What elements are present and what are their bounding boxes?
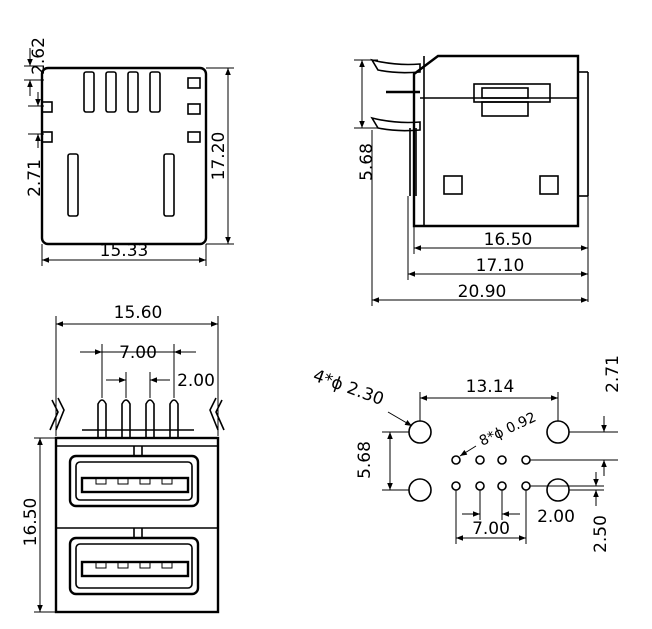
- footprint-dim-right-bottom: 2.50: [591, 515, 611, 553]
- side-view: 5.68 16.50 17.10 20.90: [354, 54, 589, 306]
- footprint-dim-pin-span: 7.00: [472, 519, 510, 539]
- mount-hole-bottom-left: [408, 478, 432, 502]
- rear-dim-pin-pitch: 2.00: [177, 371, 215, 391]
- front-dim-top: 2.62: [29, 37, 49, 75]
- side-dim-length-2: 17.10: [476, 256, 525, 276]
- mount-hole-bottom-right: [546, 478, 570, 502]
- front-dim-height: 17.20: [209, 132, 229, 181]
- front-view-slot-right: [163, 153, 175, 217]
- footprint-dim-right-top: 2.71: [603, 355, 623, 393]
- front-view: 2.62 2.71 17.20 15.33: [24, 37, 234, 266]
- front-view-tab-right-bottom: [187, 131, 201, 143]
- side-view-latch: [473, 83, 551, 103]
- pin-holes: [451, 455, 531, 491]
- front-view-tab-left-top: [41, 101, 53, 113]
- side-view-window-right: [539, 175, 559, 195]
- rear-view-body: [54, 436, 220, 614]
- front-dim-side: 2.71: [25, 159, 45, 197]
- footprint-dim-mount-holes: 4*ϕ 2.30: [310, 366, 386, 410]
- side-view-clip-top: [370, 58, 421, 74]
- rear-dim-width: 15.60: [114, 303, 163, 323]
- rear-dim-pin-span: 7.00: [119, 343, 157, 363]
- footprint-dim-left: 5.68: [355, 441, 375, 479]
- rear-view: 15.60 7.00 2.00 16.50: [21, 303, 225, 614]
- front-view-tab-left-bottom: [41, 131, 53, 143]
- rear-view-port-lower: [68, 528, 200, 596]
- side-view-window-left: [443, 175, 463, 195]
- front-view-outline: [40, 66, 208, 246]
- side-dim-length-1: 16.50: [484, 230, 533, 250]
- front-view-pins: [83, 71, 161, 113]
- rear-view-clip-right: [209, 397, 225, 431]
- footprint-dim-hole-span: 13.14: [466, 377, 515, 397]
- footprint-dim-pin-pitch: 2.00: [537, 507, 575, 527]
- front-view-tab-right-top: [187, 77, 201, 89]
- rear-view-port-upper: [68, 446, 200, 508]
- rear-dim-height: 16.50: [21, 498, 41, 547]
- side-view-clip-bottom: [370, 116, 421, 132]
- front-view-slot-left: [67, 153, 79, 217]
- mount-hole-top-left: [408, 420, 432, 444]
- footprint-dim-pin-holes: 8*ϕ 0.92: [477, 409, 539, 449]
- side-dim-pin-height: 5.68: [357, 143, 377, 181]
- side-dim-length-3: 20.90: [458, 282, 507, 302]
- front-view-tab-right-mid: [187, 103, 201, 115]
- mount-hole-top-right: [546, 420, 570, 444]
- rear-view-pins: [82, 399, 194, 438]
- rear-view-clip-left: [49, 397, 65, 431]
- footprint-view: 4*ϕ 2.30 13.14 8*ϕ 0.92 2.71 5.68 7.00 2…: [310, 355, 623, 553]
- front-dim-width: 15.33: [100, 241, 149, 261]
- side-view-body: [412, 54, 580, 228]
